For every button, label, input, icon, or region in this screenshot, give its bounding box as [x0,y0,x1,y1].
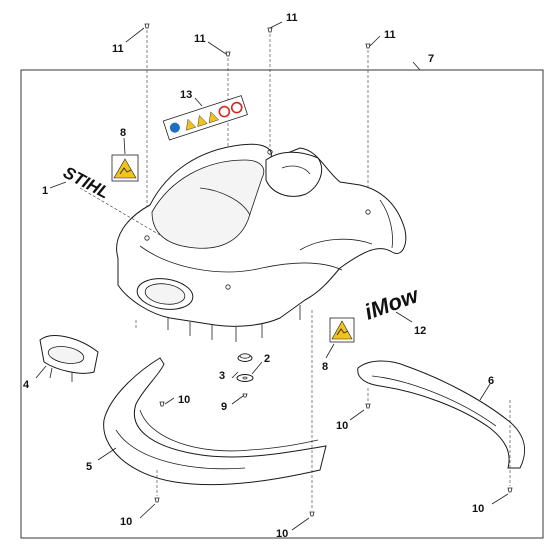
callout-6: 6 [488,375,494,387]
warning-label-lower [329,317,355,343]
callout-12: 12 [414,325,426,337]
left-skirt-bumper [103,320,327,486]
callout-10-a: 10 [178,394,190,406]
callout-1: 1 [42,185,48,197]
screw-top-4 [365,43,371,210]
screw-10-e [507,400,513,493]
screw-10-b [154,470,160,503]
callout-7: 7 [428,53,434,65]
flat-washer [236,374,254,382]
rubber-washer [237,353,253,362]
safety-label-strip [162,95,248,141]
brand-logo-text: STIHL [60,163,112,203]
imow-logo-decal: iMow [361,282,423,325]
screw-top-1 [144,23,150,222]
callout-10-b: 10 [336,420,348,432]
callout-5: 5 [86,461,92,473]
stihl-logo-decal: STIHL [60,163,112,203]
callout-10-e: 10 [276,528,288,540]
callout-13: 13 [180,89,192,101]
callout-10-c: 10 [472,503,484,515]
screw-9 [242,393,248,398]
model-logo-text: iMow [361,282,423,325]
callout-8-a: 8 [120,127,126,139]
front-bumper-insert [39,335,99,382]
callout-11-d: 11 [384,29,396,41]
callout-3: 3 [219,370,225,382]
screw-10-c [309,310,315,517]
callout-labels: 11 11 11 11 7 13 8 1 12 2 8 3 4 6 10 9 1… [23,12,494,540]
callout-11-a: 11 [112,43,124,55]
screw-10-a [159,401,165,407]
screw-top-3 [267,27,273,150]
right-skirt-bumper [357,360,526,469]
main-cover [116,143,407,342]
leader-lines [35,21,509,531]
assembly-frame [20,69,544,539]
callout-4: 4 [23,379,30,391]
callout-9: 9 [221,401,227,413]
callout-8-b: 8 [322,361,328,373]
screw-top-2 [225,51,231,285]
screw-10-d [365,388,371,409]
callout-11-c: 11 [286,12,298,24]
warning-label-upper [111,154,139,182]
callout-2: 2 [264,353,270,365]
callout-10-d: 10 [120,516,132,528]
callout-11-b: 11 [194,33,206,45]
